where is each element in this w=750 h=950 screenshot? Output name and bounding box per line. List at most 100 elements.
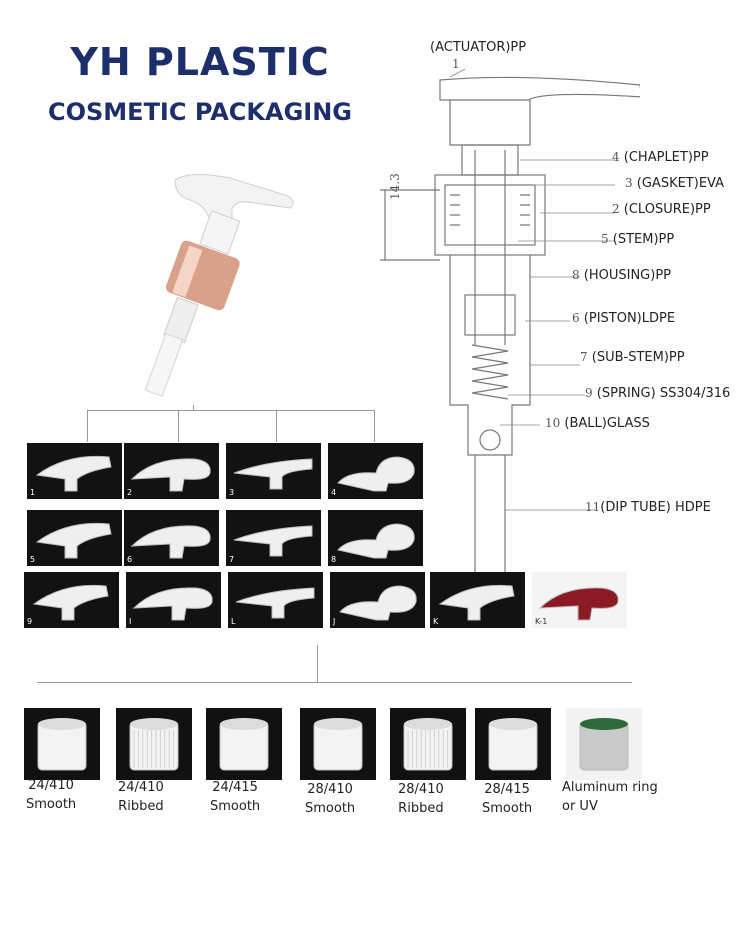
actuator-option-id: 4 bbox=[331, 488, 337, 497]
actuator-option-tile: 7 bbox=[226, 510, 321, 566]
closure-option-image bbox=[566, 708, 642, 780]
actuator-option-id: 5 bbox=[30, 555, 36, 564]
actuator-shape bbox=[233, 458, 313, 490]
actuator-option-tile: J bbox=[330, 572, 425, 628]
actuator-option-id: L bbox=[231, 617, 236, 626]
actuator-option-id: 6 bbox=[127, 555, 133, 564]
closure-shape bbox=[129, 718, 179, 771]
connector-line bbox=[193, 405, 194, 411]
actuator-option-id: 3 bbox=[229, 488, 235, 497]
part-label-ball: 10 (BALL)GLASS bbox=[545, 416, 650, 431]
actuator-option-tile: K-1 bbox=[532, 572, 627, 628]
connector-line bbox=[317, 645, 318, 683]
connector-line bbox=[87, 410, 88, 442]
actuator-shape bbox=[130, 458, 211, 492]
part-label-closure: 2 (CLOSURE)PP bbox=[612, 202, 711, 217]
dimension-label: 14.3 bbox=[388, 173, 402, 200]
part-number-1: 1 bbox=[452, 57, 460, 71]
actuator-option-tile: 6 bbox=[124, 510, 219, 566]
closure-shape bbox=[403, 718, 453, 771]
closure-size: 28/410 bbox=[307, 782, 353, 797]
closure-finish: Ribbed bbox=[398, 801, 444, 816]
actuator-shape bbox=[538, 587, 619, 621]
actuator-option-id: 8 bbox=[331, 555, 337, 564]
actuator-option-tile: 1 bbox=[27, 443, 122, 499]
actuator-option-tile: I bbox=[126, 572, 221, 628]
actuator-shape bbox=[233, 525, 313, 557]
closure-finish: or UV bbox=[562, 799, 598, 814]
connector-line bbox=[37, 682, 632, 683]
closure-finish: Smooth bbox=[26, 797, 77, 812]
closure-shape bbox=[219, 718, 269, 771]
part-label-piston: 6 (PISTON)LDPE bbox=[572, 311, 676, 326]
actuator-shape bbox=[337, 456, 415, 492]
actuator-shape bbox=[235, 587, 315, 619]
connector-line bbox=[374, 410, 375, 442]
actuator-option-id: 1 bbox=[30, 488, 36, 497]
closure-option-image bbox=[24, 708, 100, 780]
actuator-option-id: 2 bbox=[127, 488, 133, 497]
pump-product-image bbox=[144, 174, 294, 397]
brand-title: YH PLASTIC bbox=[70, 40, 330, 84]
closure-size: 28/415 bbox=[484, 782, 530, 797]
pump-cross-section-diagram bbox=[380, 68, 640, 580]
part-label-gasket: 3 (GASKET)EVA bbox=[625, 176, 724, 191]
actuator-option-tile: 8 bbox=[328, 510, 423, 566]
closure-finish: Smooth bbox=[482, 801, 533, 816]
actuator-shape bbox=[130, 525, 211, 559]
actuator-shape bbox=[132, 587, 213, 621]
closure-option-image bbox=[390, 708, 466, 780]
actuator-option-tile: K bbox=[430, 572, 525, 628]
closure-shape bbox=[488, 718, 538, 771]
closure-option-image bbox=[206, 708, 282, 780]
closure-shape bbox=[37, 718, 87, 771]
connector-line bbox=[178, 410, 179, 442]
connector-line bbox=[87, 410, 374, 411]
actuator-option-tile: 4 bbox=[328, 443, 423, 499]
part-label-dip-tube: 11(DIP TUBE) HDPE bbox=[585, 500, 711, 515]
closure-option-image bbox=[475, 708, 551, 780]
actuator-shape bbox=[337, 523, 415, 559]
closure-finish: Smooth bbox=[210, 799, 261, 814]
actuator-option-id: K bbox=[433, 617, 439, 626]
actuator-option-tile: 2 bbox=[124, 443, 219, 499]
brand-tagline: COSMETIC PACKAGING bbox=[47, 98, 352, 126]
actuator-option-id: J bbox=[333, 617, 336, 626]
actuator-shape bbox=[35, 455, 112, 492]
actuator-shape bbox=[35, 522, 112, 559]
closure-finish: Smooth bbox=[305, 801, 356, 816]
actuator-option-id: I bbox=[129, 617, 132, 626]
actuator-option-id: 7 bbox=[229, 555, 235, 564]
actuator-shape bbox=[32, 584, 109, 621]
part-label-housing: 8 (HOUSING)PP bbox=[572, 268, 672, 283]
actuator-option-id: 9 bbox=[27, 617, 33, 626]
actuator-option-tile: 3 bbox=[226, 443, 321, 499]
part-label-actuator: (ACTUATOR)PP bbox=[430, 40, 527, 55]
connector-line bbox=[276, 410, 277, 442]
closure-shape bbox=[579, 718, 629, 771]
closure-shape bbox=[313, 718, 363, 771]
closure-option-label: Aluminum ring or UV bbox=[562, 778, 658, 816]
closure-option-image bbox=[300, 708, 376, 780]
part-label-stem: 5 (STEM)PP bbox=[601, 232, 675, 247]
actuator-shape bbox=[438, 584, 515, 621]
part-label-chaplet: 4 (CHAPLET)PP bbox=[612, 150, 709, 165]
actuator-option-tile: L bbox=[228, 572, 323, 628]
closure-size: 24/410 bbox=[118, 780, 164, 795]
actuator-shape bbox=[339, 585, 417, 621]
closure-size: Aluminum ring bbox=[562, 780, 658, 795]
closure-size: 24/410 bbox=[28, 778, 74, 793]
closure-finish: Ribbed bbox=[118, 799, 164, 814]
part-label-sub-stem: 7 (SUB-STEM)PP bbox=[580, 350, 685, 365]
actuator-option-tile: 5 bbox=[27, 510, 122, 566]
closure-size: 28/410 bbox=[398, 782, 444, 797]
actuator-option-tile: 9 bbox=[24, 572, 119, 628]
actuator-option-id: K-1 bbox=[535, 617, 548, 626]
closure-size: 24/415 bbox=[212, 780, 258, 795]
